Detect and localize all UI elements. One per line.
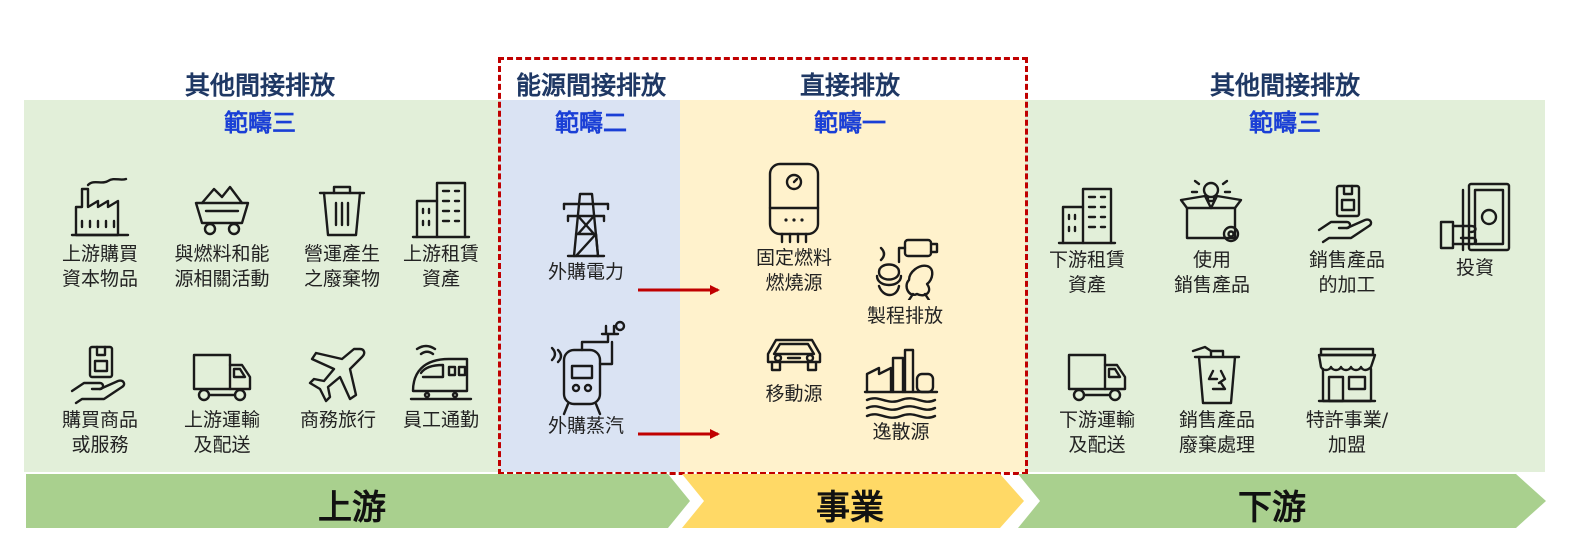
item-label: 購買商品 或服務 bbox=[61, 409, 138, 456]
product-box-icon bbox=[1179, 179, 1243, 243]
item-franchises: 特許事業/ 加盟 bbox=[1292, 342, 1402, 458]
item-processing-of-sold-products: 銷售產品 的加工 bbox=[1292, 180, 1402, 298]
item-label: 營運產生 之廢棄物 bbox=[303, 243, 380, 290]
upstream-band bbox=[26, 474, 690, 528]
item-label: 商務旅行 bbox=[299, 409, 376, 431]
item-upstream-transport: 上游運輸 及配送 bbox=[167, 342, 277, 458]
item-upstream-capital-goods: 上游購買 資本物品 bbox=[45, 176, 155, 292]
item-label: 銷售產品 廢棄處理 bbox=[1178, 409, 1255, 456]
scope2-scope: 範疇二 bbox=[555, 109, 627, 137]
item-label: 上游運輸 及配送 bbox=[183, 409, 260, 456]
item-label: 外購蒸汽 bbox=[547, 415, 624, 437]
buildings-icon bbox=[411, 181, 471, 239]
item-label: 逸散源 bbox=[872, 421, 930, 443]
scope1-title: 直接排放 bbox=[799, 71, 900, 100]
item-label: 與燃料和能 源相關活動 bbox=[174, 243, 270, 290]
item-label: 固定燃料 燃燒源 bbox=[755, 247, 832, 294]
downstream-band-label: 下游 bbox=[1238, 488, 1306, 528]
process-icon bbox=[875, 238, 939, 300]
truck-icon bbox=[1067, 353, 1127, 402]
hand-product-icon bbox=[70, 345, 126, 405]
boiler-icon bbox=[768, 162, 820, 244]
item-upstream-leased-assets: 上游租賃 資產 bbox=[386, 176, 496, 292]
car-icon bbox=[766, 338, 822, 372]
steam-boiler-icon bbox=[550, 320, 626, 416]
scope2-panel bbox=[500, 100, 680, 472]
item-process-emissions: 製程排放 bbox=[850, 236, 960, 329]
factory-icon bbox=[70, 177, 130, 237]
item-fugitive-sources: 逸散源 bbox=[846, 344, 956, 445]
downstream-band bbox=[1018, 474, 1546, 528]
store-icon bbox=[1317, 347, 1377, 403]
trash-can-icon bbox=[318, 185, 366, 237]
item-use-of-sold-products: 使用 銷售產品 bbox=[1157, 178, 1267, 298]
value-chain-band bbox=[26, 474, 1546, 528]
item-employee-commuting: 員工通勤 bbox=[386, 342, 496, 433]
buildings-icon bbox=[1057, 187, 1117, 245]
downstream-title: 其他間接排放 bbox=[1209, 71, 1360, 100]
recycle-bin-icon bbox=[1191, 345, 1241, 405]
item-label: 銷售產品 的加工 bbox=[1308, 249, 1385, 296]
item-downstream-leased-assets: 下游租賃 資產 bbox=[1032, 182, 1142, 298]
business-band-label: 事業 bbox=[816, 488, 884, 528]
item-purchased-electricity: 外購電力 bbox=[531, 190, 641, 285]
scope2-title: 能源間接排放 bbox=[515, 71, 666, 100]
item-label: 移動源 bbox=[765, 383, 823, 405]
item-label: 上游購買 資本物品 bbox=[61, 243, 138, 290]
item-end-of-life-treatment: 銷售產品 廢棄處理 bbox=[1162, 342, 1272, 458]
item-label: 外購電力 bbox=[547, 261, 624, 283]
scope1-scope: 範疇一 bbox=[814, 109, 886, 137]
upstream-scope: 範疇三 bbox=[224, 109, 296, 137]
item-label: 使用 銷售產品 bbox=[1173, 249, 1250, 296]
arrows bbox=[638, 285, 720, 439]
upstream-title: 其他間接排放 bbox=[184, 71, 335, 100]
upstream-panel bbox=[24, 100, 500, 472]
item-upstream-purchased-goods: 購買商品 或服務 bbox=[45, 342, 155, 458]
item-business-travel: 商務旅行 bbox=[283, 342, 393, 433]
item-downstream-transport: 下游運輸 及配送 bbox=[1042, 342, 1152, 458]
coal-cart-icon bbox=[194, 185, 250, 236]
money-icon bbox=[1439, 182, 1511, 252]
organizational-boundary bbox=[498, 57, 1028, 475]
item-label: 特許事業/ 加盟 bbox=[1305, 409, 1389, 456]
item-label: 投資 bbox=[1455, 257, 1494, 279]
item-purchased-steam: 外購蒸汽 bbox=[531, 320, 641, 439]
truck-icon bbox=[192, 353, 252, 402]
item-label: 員工通勤 bbox=[402, 409, 479, 431]
item-upstream-fuel-energy: 與燃料和能 源相關活動 bbox=[167, 176, 277, 292]
fugitive-icon bbox=[863, 348, 939, 419]
scope1-panel bbox=[680, 100, 1025, 472]
item-label: 製程排放 bbox=[866, 305, 943, 327]
hand-product-icon bbox=[1317, 184, 1373, 244]
item-label: 下游運輸 及配送 bbox=[1058, 409, 1135, 456]
downstream-panel bbox=[1025, 100, 1545, 472]
upstream-band-label: 上游 bbox=[318, 488, 386, 528]
item-label: 上游租賃 資產 bbox=[402, 243, 479, 290]
item-investments: 投資 bbox=[1420, 178, 1530, 281]
airplane-icon bbox=[308, 347, 366, 403]
business-band bbox=[682, 474, 1024, 528]
item-label: 下游租賃 資產 bbox=[1048, 249, 1125, 296]
item-stationary-combustion: 固定燃料 燃燒源 bbox=[739, 160, 849, 296]
downstream-scope: 範疇三 bbox=[1249, 109, 1321, 137]
power-tower-icon bbox=[562, 192, 610, 258]
item-upstream-waste: 營運產生 之廢棄物 bbox=[287, 176, 397, 292]
train-icon bbox=[409, 344, 473, 401]
item-mobile-sources: 移動源 bbox=[739, 332, 849, 407]
